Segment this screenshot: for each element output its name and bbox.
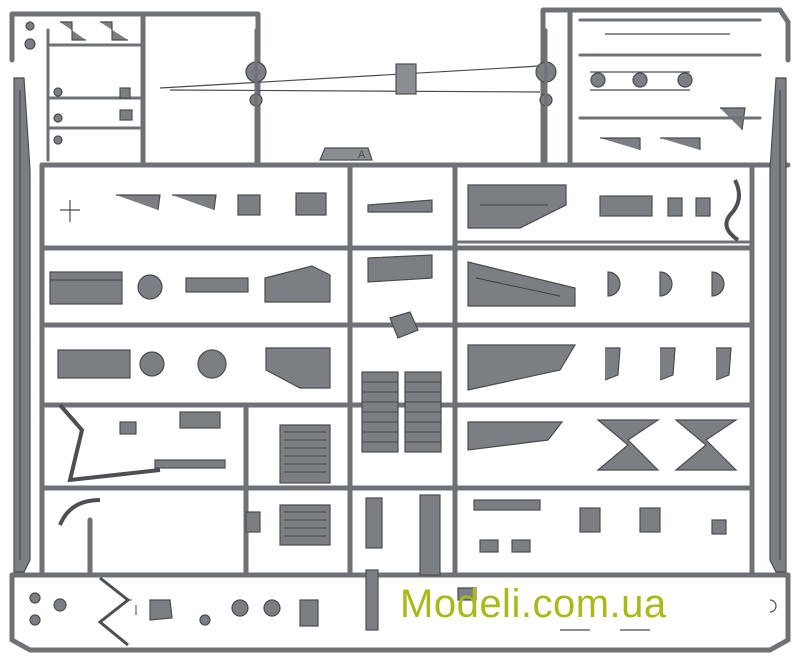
- row-5-parts: [58, 494, 727, 631]
- side-rail-parts: [13, 77, 787, 573]
- row-1-parts: [60, 179, 741, 242]
- watermark-text: Modeli.com.ua: [400, 582, 667, 626]
- sprue-letter: A: [358, 149, 366, 161]
- sprue-tag: A: [319, 147, 373, 161]
- suspension-links: [578, 18, 762, 150]
- axle-rods: [159, 28, 557, 167]
- outer-sprue-frame: [9, 7, 791, 653]
- row-2-parts: [49, 254, 725, 307]
- row-3-parts: [57, 311, 732, 453]
- bottom-strip-parts: [29, 576, 777, 647]
- inner-sprue-grid: [39, 162, 755, 578]
- row-4-parts: [58, 403, 738, 484]
- top-left-fittings: [24, 21, 142, 162]
